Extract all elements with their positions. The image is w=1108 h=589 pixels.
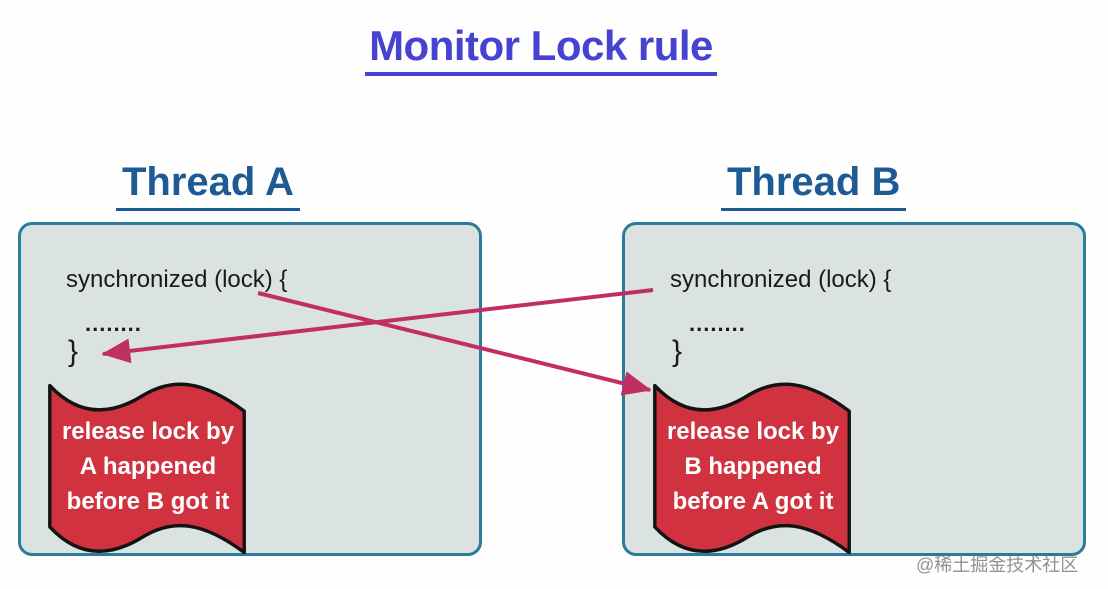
thread-a-sync-open: synchronized (lock) {	[66, 266, 288, 293]
thread-a-flag-text: release lock by A happened before B got …	[46, 414, 250, 519]
thread-b-code-dots: ........	[689, 311, 746, 336]
thread-b-release-flag: release lock by B happened before A got …	[645, 370, 861, 568]
thread-a-sync-close: }	[68, 335, 79, 368]
flag-line: release lock by	[61, 418, 235, 445]
flag-line: before B got it	[66, 488, 230, 515]
thread-a-code-dots: ........	[85, 311, 142, 336]
flag-line: before A got it	[672, 488, 834, 515]
thread-a-release-flag: release lock by A happened before B got …	[40, 370, 256, 568]
thread-b-flag-text: release lock by B happened before A got …	[651, 414, 855, 519]
thread-a-header: Thread A	[116, 160, 300, 211]
page-title-text: Monitor Lock rule	[365, 22, 717, 76]
flag-line: A happened	[79, 453, 217, 480]
watermark: @稀土掘金技术社区	[916, 555, 1079, 575]
flag-line: B happened	[684, 453, 822, 480]
thread-b-header: Thread B	[721, 160, 907, 211]
flag-shape-icon	[653, 382, 851, 555]
flag-line: release lock by	[666, 418, 840, 445]
page-title: Monitor Lock rule	[0, 22, 1082, 76]
thread-b-sync-open: synchronized (lock) {	[670, 266, 892, 293]
flag-shape-icon	[48, 382, 246, 555]
thread-b-sync-close: }	[672, 335, 683, 368]
